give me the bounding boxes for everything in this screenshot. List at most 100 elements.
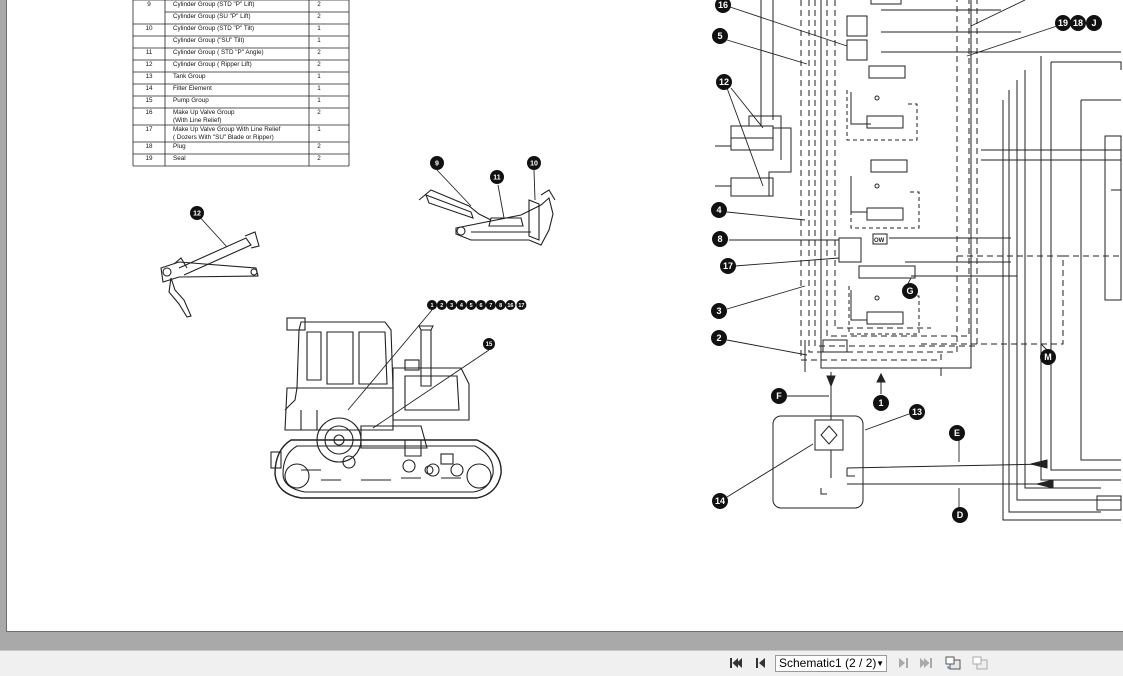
callout-4: 4 — [456, 300, 467, 310]
row-quantity: 1 — [317, 37, 321, 44]
row-description: Tank Group — [173, 73, 206, 80]
callout-circle — [495, 300, 506, 310]
callout-label: J — [1091, 18, 1096, 28]
row-description-line2: ( Dozers With "SU" Blade or Ripper) — [173, 134, 274, 141]
callout-label: 16 — [718, 0, 728, 10]
next-page-icon[interactable] — [895, 655, 913, 671]
callout-circle — [902, 283, 918, 299]
expand-sheet-icon[interactable] — [944, 655, 962, 671]
last-page-icon[interactable] — [917, 655, 935, 671]
row-description: Make Up Valve Group With Line Relief — [173, 126, 281, 133]
callout-14: 14 — [712, 493, 728, 509]
callout-circle — [716, 74, 732, 90]
callout-label: 5 — [470, 303, 473, 309]
callout-3: 3 — [711, 303, 727, 319]
row-quantity: 1 — [317, 25, 321, 32]
callout-label: G — [906, 286, 913, 296]
callout-circle — [712, 28, 728, 44]
callout-label: 3 — [450, 303, 453, 309]
callout-label: 15 — [486, 342, 493, 348]
row-quantity: 2 — [317, 109, 321, 116]
callout-13: 13 — [909, 404, 925, 420]
row-item-number: 11 — [146, 49, 153, 56]
callout-label: 12 — [193, 211, 201, 218]
row-description-line2: (With Line Relief) — [173, 117, 221, 124]
first-page-icon[interactable] — [727, 655, 745, 671]
callout-2: 2 — [711, 330, 727, 346]
callout-circle — [873, 395, 889, 411]
callout-label: 2 — [716, 333, 721, 343]
hydraulic-schematic — [715, 0, 1122, 521]
callout-label: 13 — [912, 407, 922, 417]
callout-5: 5 — [712, 28, 728, 44]
callout-18: 18 — [1070, 15, 1086, 31]
row-description: Cylinder Group ( Ripper Lift) — [173, 61, 252, 68]
callout-9: 9 — [430, 156, 444, 170]
callout-E: E — [949, 425, 965, 441]
callout-label: 1 — [878, 398, 883, 408]
row-quantity: 2 — [317, 61, 321, 68]
callout-circle — [1070, 15, 1086, 31]
row-quantity: 1 — [317, 97, 321, 104]
row-quantity: 1 — [317, 85, 321, 92]
callout-1: 1 — [873, 395, 889, 411]
callout-label: 14 — [715, 496, 725, 506]
callout-circle — [427, 300, 437, 310]
callout-circle — [952, 507, 968, 523]
callout-circle — [430, 156, 444, 170]
callout-circle — [446, 300, 457, 310]
valve-tag: OW — [874, 238, 885, 244]
callout-12: 12 — [716, 74, 732, 90]
row-item-number: 13 — [145, 73, 153, 80]
row-description: Make Up Valve Group — [173, 109, 235, 116]
callout-label: 18 — [1073, 18, 1083, 28]
row-description: Cylinder Group (SU "P" Lift) — [173, 13, 251, 20]
row-item-number: 15 — [145, 97, 153, 104]
callout-label: M — [1044, 352, 1052, 362]
callout-circle — [711, 330, 727, 346]
callout-19: 19 — [1055, 15, 1071, 31]
leader-12 — [196, 213, 228, 248]
callout-circle — [483, 338, 495, 350]
table-row: Cylinder Group (SU "P" Lift) 2 — [173, 13, 321, 20]
row-quantity: 2 — [317, 13, 321, 20]
callout-8: 8 — [712, 231, 728, 247]
prev-page-icon[interactable] — [751, 655, 769, 671]
callout-circle — [485, 300, 496, 310]
callout-circle — [505, 300, 516, 310]
callout-label: 6 — [479, 303, 482, 309]
row-quantity: 2 — [317, 1, 321, 8]
callout-label: 10 — [530, 161, 538, 168]
row-item-number: 10 — [145, 25, 153, 32]
callout-label: 16 — [507, 303, 513, 309]
viewer-toolbar: Schematic1 (2 / 2) ▼ — [0, 650, 1123, 676]
callout-label: D — [957, 510, 964, 520]
parts-table — [132, 0, 350, 167]
callout-J: J — [1086, 15, 1102, 31]
callout-12: 12 — [190, 206, 204, 220]
callout-circle — [771, 388, 787, 404]
row-item-number: 9 — [147, 1, 151, 8]
ripper-illustration — [160, 231, 260, 318]
callout-16: 16 — [505, 300, 516, 310]
sheet-selector-value: Schematic1 (2 / 2) — [779, 656, 877, 670]
callout-8: 8 — [495, 300, 506, 310]
callout-circle — [466, 300, 477, 310]
callout-circle — [516, 300, 527, 310]
callout-circle — [436, 300, 447, 310]
collapse-sheet-icon[interactable] — [971, 655, 989, 671]
callout-circle — [476, 300, 486, 310]
callout-label: 1 — [430, 303, 433, 309]
row-item-number: 14 — [145, 85, 153, 92]
row-quantity: 2 — [317, 49, 321, 56]
sheet-selector[interactable]: Schematic1 (2 / 2) ▼ — [775, 655, 887, 672]
callout-circle — [711, 202, 727, 218]
callout-3: 3 — [446, 300, 457, 310]
